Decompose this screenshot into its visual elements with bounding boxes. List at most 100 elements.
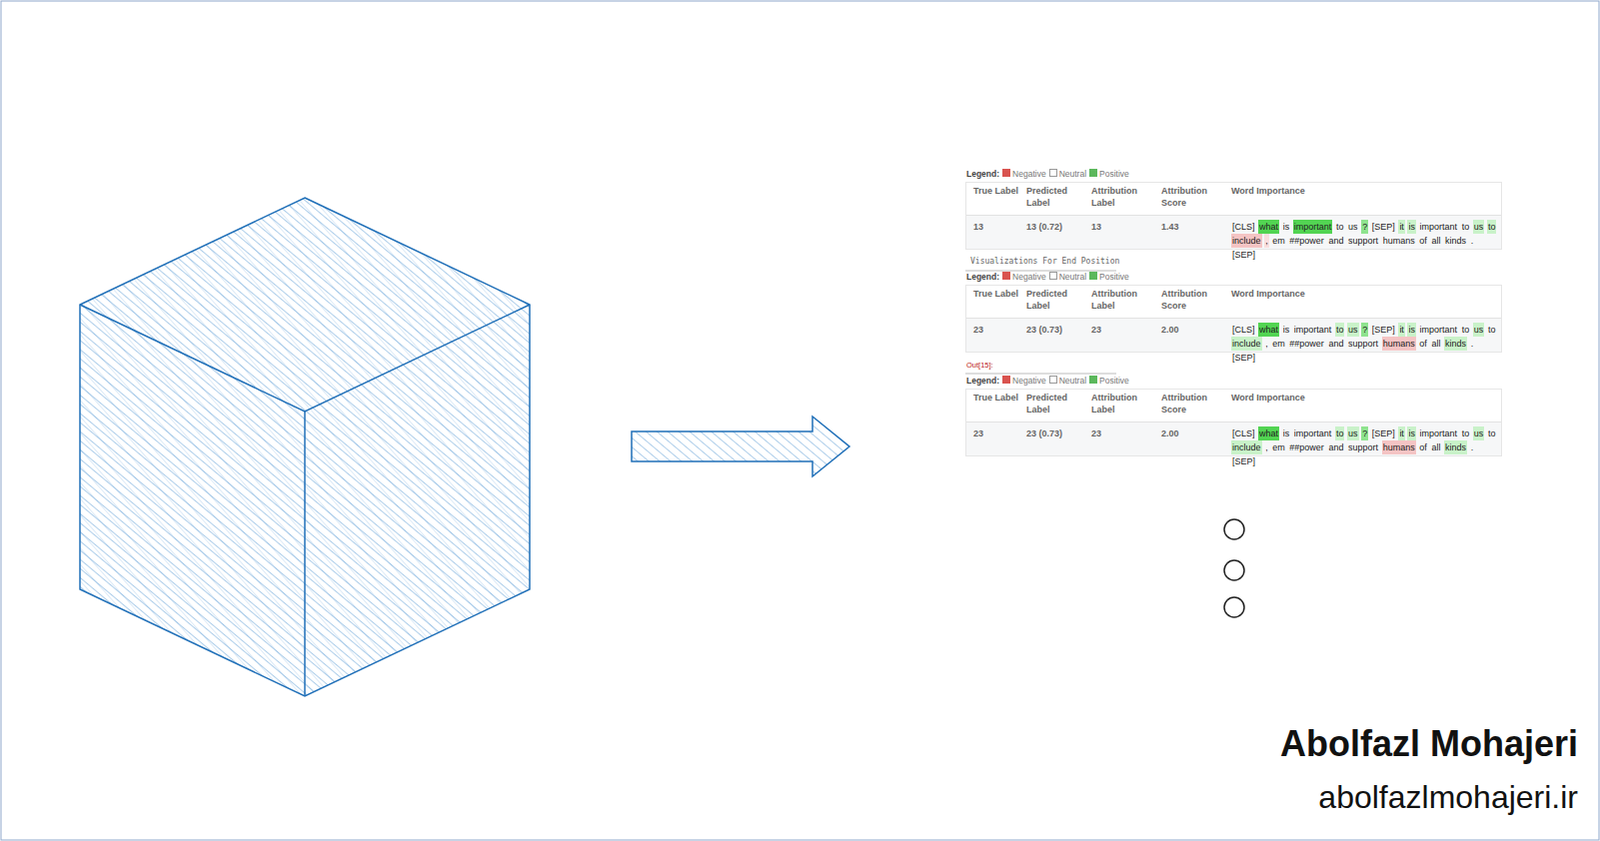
table-header: Predicted Label	[1026, 391, 1083, 416]
legend-swatch	[1002, 168, 1011, 177]
legend: Legend: Negative Neutral Positive	[966, 168, 1130, 179]
table-value: 2.00	[1161, 427, 1222, 440]
token: [CLS]	[1231, 322, 1257, 337]
legend-text: Negative	[1012, 168, 1047, 179]
token: and	[1327, 336, 1345, 351]
legend-swatch	[1049, 271, 1058, 280]
legend-text: Positive	[1099, 168, 1130, 179]
legend-text: Negative	[1012, 271, 1047, 282]
token: to	[1461, 322, 1472, 337]
token: all	[1430, 440, 1442, 455]
word-importance: [CLS]whatisimportanttous?[SEP]itisimport…	[1231, 426, 1504, 469]
legend-text: Neutral	[1059, 375, 1087, 386]
token: is	[1407, 219, 1417, 234]
token: .	[1470, 233, 1476, 248]
table-value: 13 (0.72)	[1026, 220, 1087, 233]
token: us	[1347, 322, 1360, 337]
table-value: 23 (0.73)	[1026, 323, 1087, 336]
word-importance: [CLS]whatisimportanttous?[SEP]itisimport…	[1231, 219, 1504, 262]
token: ?	[1361, 219, 1369, 234]
token: is	[1407, 322, 1417, 337]
table-header: True Label	[973, 287, 1030, 300]
table-header: Word Importance	[1231, 391, 1432, 404]
token: support	[1347, 233, 1380, 248]
token: include	[1231, 336, 1263, 351]
token: to	[1487, 426, 1498, 441]
token: important	[1293, 219, 1334, 234]
token: support	[1347, 336, 1380, 351]
table-header: Attribution Score	[1161, 184, 1218, 209]
token: include	[1231, 233, 1263, 248]
legend-swatch	[1049, 375, 1058, 384]
legend: Legend:NegativeNeutralPositive	[966, 271, 1130, 282]
token: support	[1347, 440, 1380, 455]
legend-swatch	[1002, 375, 1011, 384]
table-value: 23	[1091, 323, 1152, 336]
token: is	[1282, 322, 1292, 337]
token: is	[1282, 426, 1292, 441]
token: ##power	[1288, 336, 1326, 351]
legend-swatch	[1089, 375, 1098, 384]
token: to	[1487, 219, 1498, 234]
token: is	[1407, 426, 1417, 441]
token: what	[1258, 219, 1280, 234]
table-value: 2.00	[1161, 323, 1222, 336]
token: us	[1473, 426, 1486, 441]
empty-circles	[1224, 519, 1245, 618]
token: humans	[1382, 233, 1417, 248]
legend-swatch	[1089, 271, 1098, 280]
token: it	[1398, 426, 1406, 441]
token: important	[1419, 426, 1460, 441]
token: ,	[1264, 336, 1270, 351]
table-value: 13	[973, 220, 1034, 233]
table-value: 23 (0.73)	[1026, 427, 1087, 440]
legend-text: Neutral	[1059, 271, 1087, 282]
token: ,	[1264, 440, 1270, 455]
token: ?	[1361, 322, 1369, 337]
word-importance: [CLS]whatisimportanttous?[SEP]itisimport…	[1231, 322, 1504, 365]
token: em	[1271, 233, 1287, 248]
token: is	[1282, 219, 1292, 234]
token: humans	[1382, 440, 1417, 455]
token: include	[1231, 440, 1263, 455]
token: [SEP]	[1231, 454, 1257, 469]
token: and	[1327, 440, 1345, 455]
table-header: Attribution Label	[1091, 391, 1148, 416]
table-header: True Label	[973, 184, 1030, 197]
token: it	[1398, 219, 1406, 234]
arrow-shape	[631, 416, 850, 477]
token: to	[1487, 322, 1498, 337]
cell-output-prompt: Out[15]:	[966, 360, 994, 370]
table-value: 13	[1091, 220, 1152, 233]
token: us	[1347, 426, 1360, 441]
token: to	[1335, 426, 1346, 441]
token: ?	[1361, 426, 1369, 441]
legend-text: Neutral	[1059, 168, 1087, 179]
token: what	[1258, 322, 1280, 337]
cube	[79, 197, 530, 697]
token: all	[1430, 336, 1442, 351]
token: important	[1419, 322, 1460, 337]
legend-title: Legend:	[966, 271, 1000, 282]
token: of	[1418, 336, 1429, 351]
table-value: 23	[1091, 427, 1152, 440]
table-header: Attribution Label	[1091, 287, 1148, 312]
legend-text: Negative	[1012, 375, 1047, 386]
token: em	[1271, 336, 1287, 351]
token: [SEP]	[1371, 426, 1397, 441]
token: important	[1419, 219, 1460, 234]
legend-title: Legend:	[966, 168, 1000, 179]
token: to	[1461, 426, 1472, 441]
token: [SEP]	[1231, 350, 1257, 365]
token: of	[1418, 440, 1429, 455]
legend-swatch	[1002, 271, 1011, 280]
legend-swatch	[1089, 168, 1098, 177]
token: [SEP]	[1371, 219, 1397, 234]
token: all	[1430, 233, 1442, 248]
table-value: 1.43	[1161, 220, 1222, 233]
table-header: Predicted Label	[1026, 287, 1083, 312]
token: em	[1271, 440, 1287, 455]
token: humans	[1382, 336, 1417, 351]
